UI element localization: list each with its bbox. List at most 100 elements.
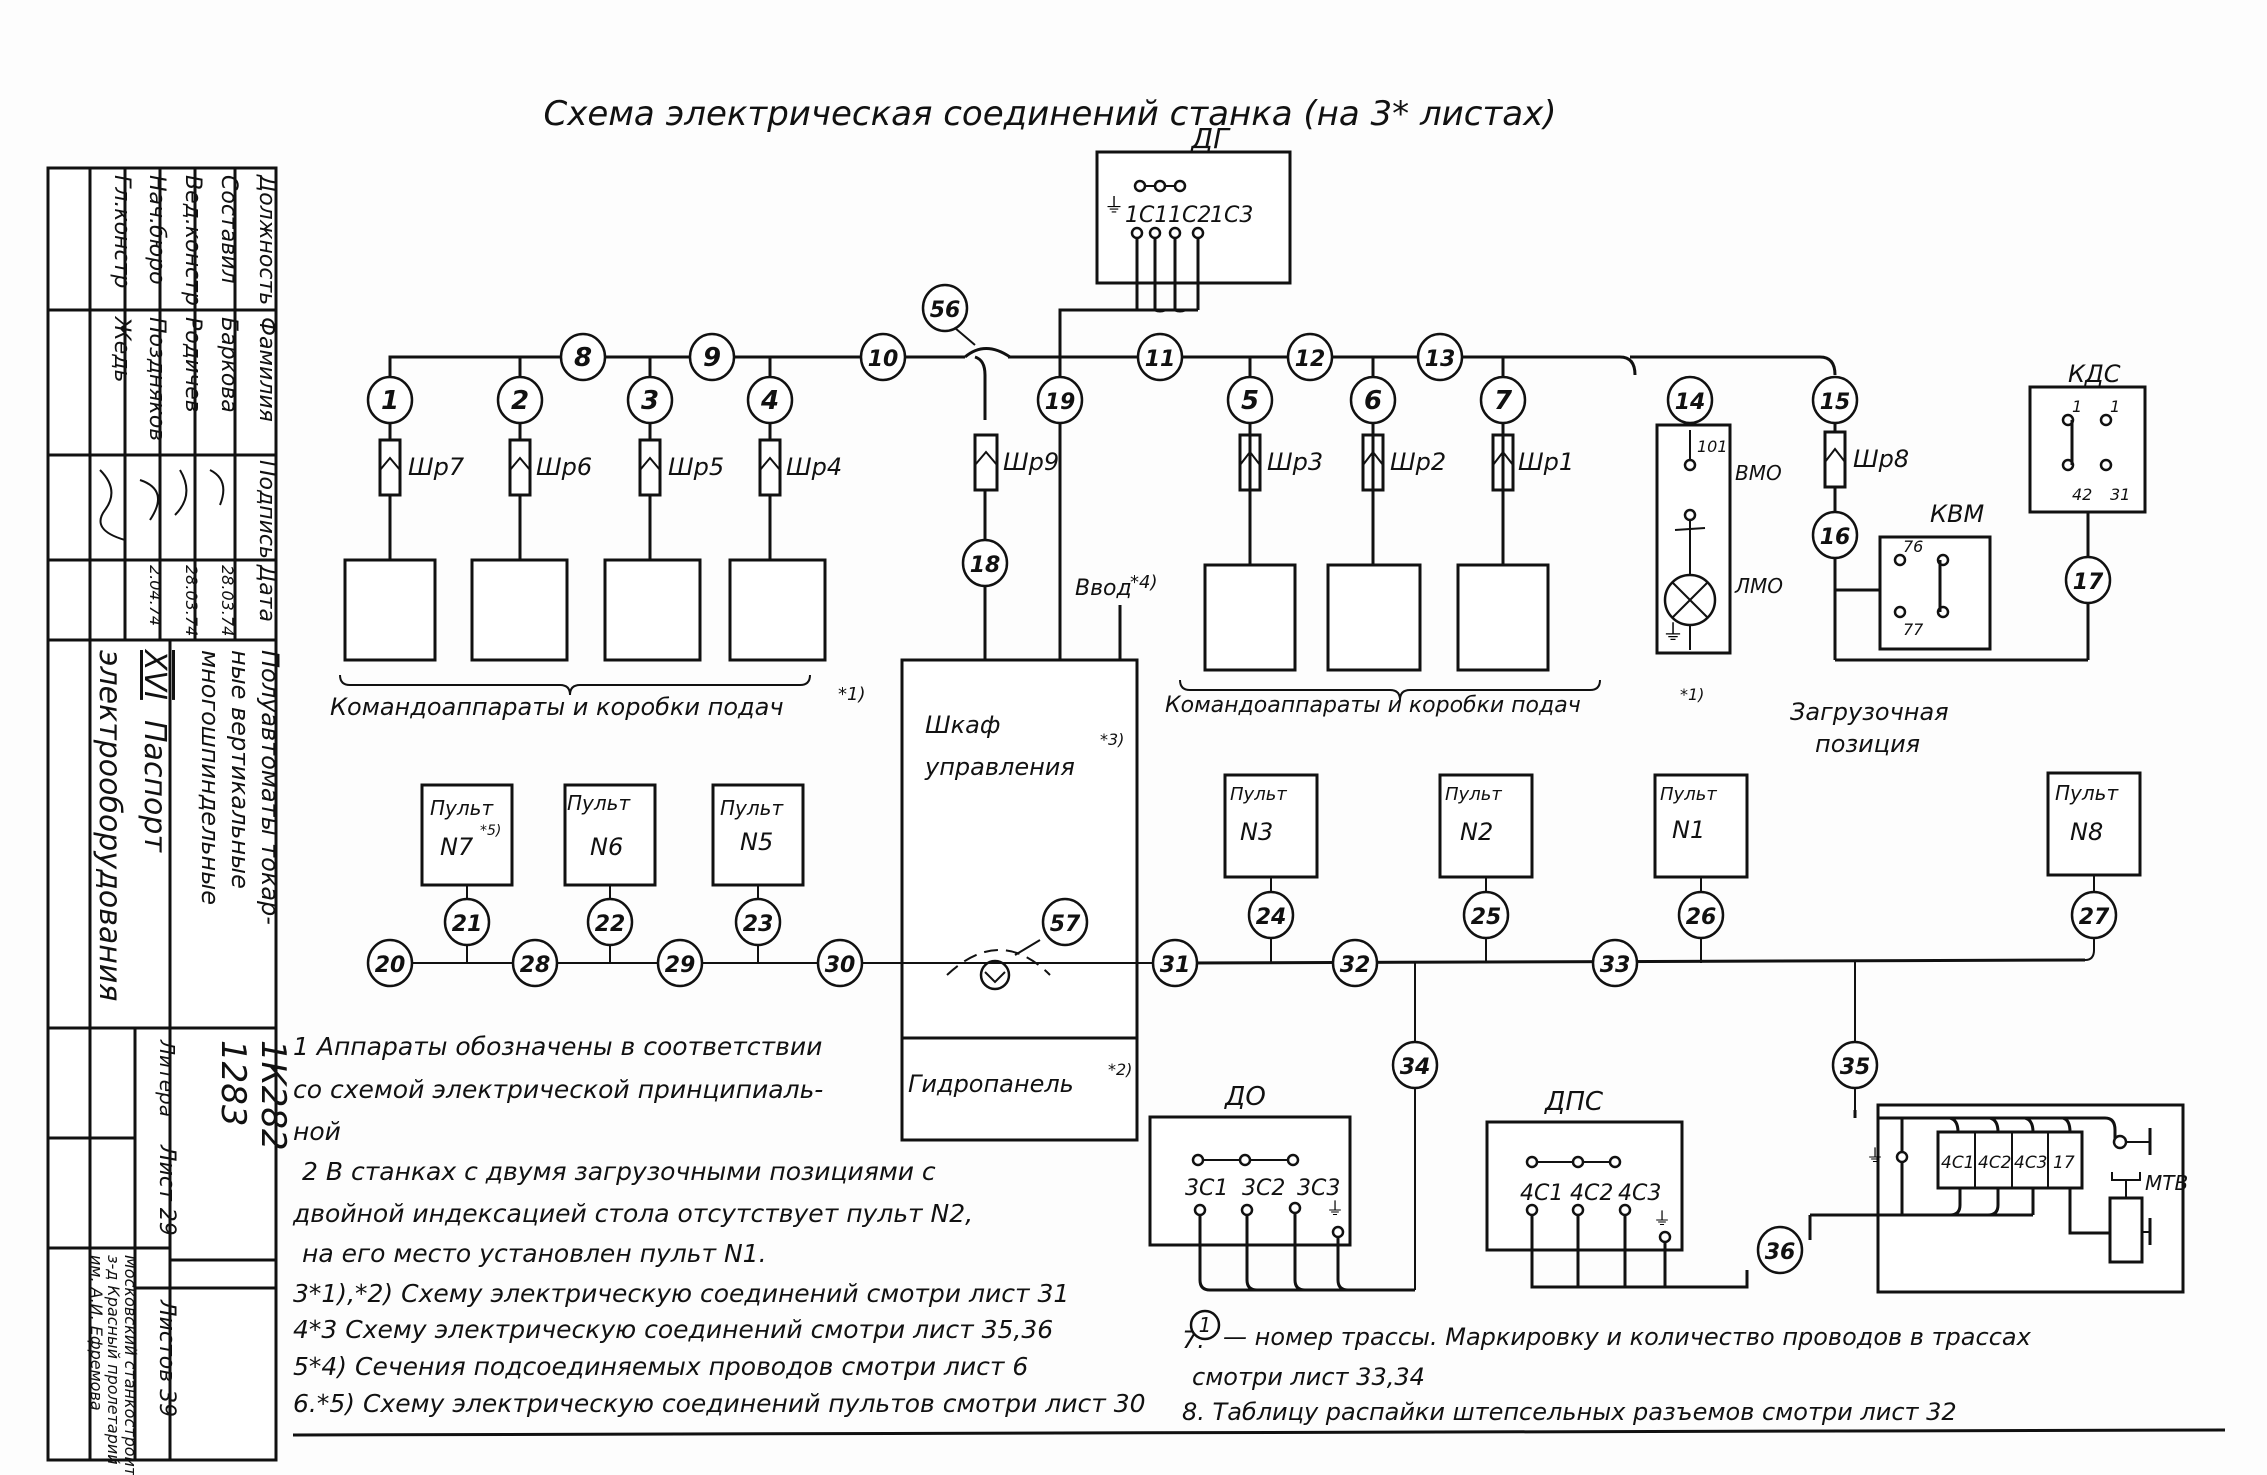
mtb-term-4: 17	[2053, 1153, 2075, 1173]
route-label: 56	[930, 298, 961, 323]
title-block: Должность Фамилия Подпись Дата Составил …	[46, 166, 293, 1475]
route-label: 36	[1765, 1240, 1796, 1265]
route-label: 23	[743, 912, 774, 937]
svg-text:Шр9: Шр9	[1003, 448, 1059, 476]
route-marker-27: 27	[2070, 890, 2118, 940]
route-marker-57: 57	[1041, 897, 1089, 947]
note-line-1: со схемой электрической принципиаль-	[293, 1075, 823, 1104]
connector-shr5: Шр5	[638, 438, 724, 497]
kvm-pin-77: 77	[1903, 620, 1924, 639]
signature-scribbles	[99, 469, 225, 541]
svg-text:Шр3: Шр3	[1267, 448, 1323, 476]
leader-56	[954, 327, 976, 346]
tb-header-sign: Подпись	[254, 460, 279, 559]
route-circle	[1811, 510, 1859, 560]
tb-product-2: многошпиндельные	[196, 650, 224, 905]
svg-text:Пульт: Пульт	[1230, 784, 1287, 805]
do-label: ДО	[1224, 1082, 1266, 1112]
route-circle	[1831, 1040, 1879, 1090]
vvod-label: Ввод	[1075, 576, 1132, 601]
route-circle	[859, 332, 907, 382]
note-line-3: 2 В станках с двумя загрузочными позиция…	[302, 1157, 936, 1186]
route-circle	[961, 538, 1009, 588]
route-circle	[1462, 890, 1510, 940]
right-feeders: Командоаппараты и коробки подач *1)	[1165, 357, 1704, 718]
loading-position: КВМ 76 77 КДС 1 1 42 31 Загрузочная пози…	[1790, 360, 2147, 758]
route-circle	[1151, 938, 1199, 988]
route-circle	[1041, 897, 1089, 947]
route-circle	[1666, 375, 1714, 425]
route-label: 5	[1241, 386, 1259, 416]
route-circle	[626, 375, 674, 425]
hydropanel-label: Гидропанель	[908, 1070, 1074, 1098]
tb-org-0: Московский станкостроит.	[121, 1255, 140, 1475]
route-marker-36: 36	[1756, 1225, 1804, 1275]
route-marker-22: 22	[586, 897, 634, 947]
mtb-label: МТВ	[2145, 1171, 2188, 1195]
route-circle	[1677, 890, 1725, 940]
tb-product-0: Полуавтоматы токар-	[256, 650, 284, 925]
route-circle	[921, 283, 969, 333]
route-circle	[1036, 375, 1084, 425]
svg-text:Шр7: Шр7	[408, 453, 465, 481]
note-line-9: 6.*5) Схему электрическую соединений пул…	[293, 1389, 1146, 1418]
kvm-pin-76: 76	[1903, 537, 1923, 556]
route-marker-20: 20	[366, 938, 414, 988]
connector-shr3: Шр3	[1238, 433, 1323, 492]
route-circle	[2070, 890, 2118, 940]
route-label: 20	[375, 953, 406, 978]
vmo-lmo-box: 101 ВМО ЛМО ⏚	[1655, 418, 1783, 655]
route-marker-5: 5	[1226, 375, 1274, 425]
kvm-box	[1878, 535, 1992, 651]
route-label: 31	[1160, 953, 1191, 978]
connector-shr4: Шр4	[758, 438, 842, 497]
svg-text:Пульт: Пульт	[567, 791, 631, 815]
route-marker-33: 33	[1591, 938, 1639, 988]
svg-text:Шр5: Шр5	[668, 453, 724, 481]
lmo-label: ЛМО	[1734, 574, 1783, 598]
connector-shr1: Шр1	[1491, 433, 1574, 492]
route-marker-6: 6	[1349, 375, 1397, 425]
route-marker-2: 2	[496, 375, 544, 425]
route-marker-11: 11	[1136, 332, 1184, 382]
route-marker-18: 18	[961, 538, 1009, 588]
note-r-7b: смотри лист 33,34	[1192, 1363, 1425, 1391]
svg-text:Шр4: Шр4	[786, 453, 842, 481]
vmo-label: ВМО	[1735, 461, 1782, 485]
kds-label: КДС	[2068, 360, 2121, 388]
route-marker-3: 3	[626, 375, 674, 425]
route-circle	[734, 897, 782, 947]
route-circle	[1349, 375, 1397, 425]
mtb-term-3: 4С3	[2014, 1153, 2048, 1173]
control-cabinet	[900, 658, 1139, 1142]
svg-text:N1: N1	[1672, 816, 1705, 844]
svg-text:Пульт: Пульт	[1660, 784, 1717, 805]
dg-pin-1: 1С1	[1125, 203, 1168, 228]
route-marker-29: 29	[656, 938, 704, 988]
mtb-term-2: 4С2	[1978, 1153, 2012, 1173]
route-circle	[1331, 938, 1379, 988]
route-label: 19	[1045, 390, 1076, 415]
tb-org-1: з-д Красный пролетарий	[104, 1255, 123, 1465]
route-circle	[1811, 375, 1859, 425]
cabinet-label-2: управления	[924, 753, 1075, 781]
dg-label: ДГ	[1189, 122, 1231, 155]
tb-sheet: Лист 29	[154, 1144, 179, 1236]
svg-text:Шр1: Шр1	[1518, 448, 1574, 476]
route-marker-28: 28	[511, 938, 559, 988]
route-label: 34	[1400, 1055, 1431, 1080]
svg-text:N7: N7	[440, 833, 474, 861]
note-r-7-text: — номер трассы. Маркировку и количество …	[1223, 1323, 2032, 1351]
route-label: 57	[1050, 912, 1081, 937]
dg-pin-3: 1С3	[1210, 203, 1253, 228]
svg-text:Пульт: Пульт	[720, 796, 784, 820]
note-line-8: 5*4) Сечения подсоединяемых проводов смо…	[293, 1352, 1028, 1381]
dg-pin-2: 1С2	[1168, 203, 1211, 228]
route-label: 25	[1471, 905, 1502, 930]
connector-shr6: Шр6	[508, 438, 592, 497]
